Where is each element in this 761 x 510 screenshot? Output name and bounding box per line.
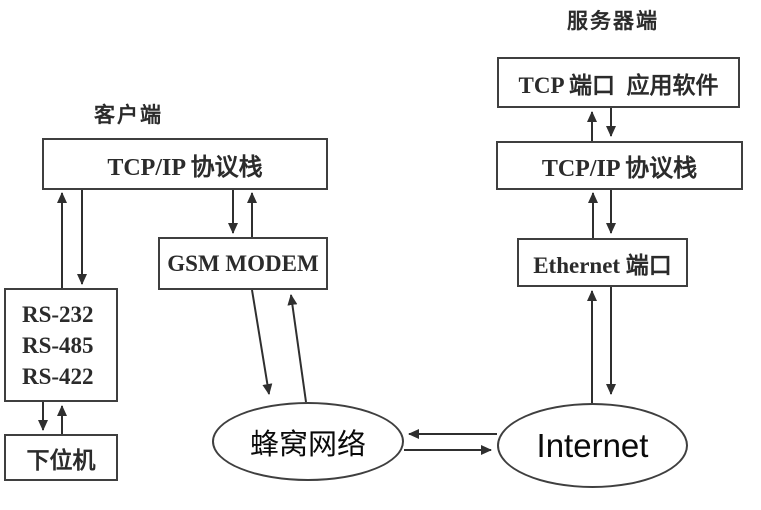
node-client-tcpip-stack: TCP/IP 协议栈 bbox=[42, 138, 328, 190]
node-lower-machine: 下位机 bbox=[4, 434, 118, 481]
node-internet: Internet bbox=[497, 403, 688, 488]
node-tcp-port-application: TCP 端口 应用软件 bbox=[497, 57, 740, 108]
arrow-gsm-to-cellular bbox=[251, 289, 273, 395]
node-gsm-modem: GSM MODEM bbox=[158, 237, 328, 290]
node-server-tcpip-stack: TCP/IP 协议栈 bbox=[496, 141, 743, 190]
arrow-cellular-to-gsm bbox=[287, 294, 307, 403]
serial-port-rs485: RS-485 bbox=[22, 332, 94, 358]
client-side-label: 客户端 bbox=[94, 103, 163, 127]
node-serial-ports: RS-232 RS-485 RS-422 bbox=[4, 288, 118, 402]
server-side-label: 服务器端 bbox=[567, 9, 659, 33]
node-cellular-network: 蜂窝网络 bbox=[212, 402, 404, 481]
node-ethernet-port: Ethernet 端口 bbox=[517, 238, 688, 287]
serial-port-rs232: RS-232 bbox=[22, 301, 94, 327]
serial-port-rs422: RS-422 bbox=[22, 363, 94, 389]
